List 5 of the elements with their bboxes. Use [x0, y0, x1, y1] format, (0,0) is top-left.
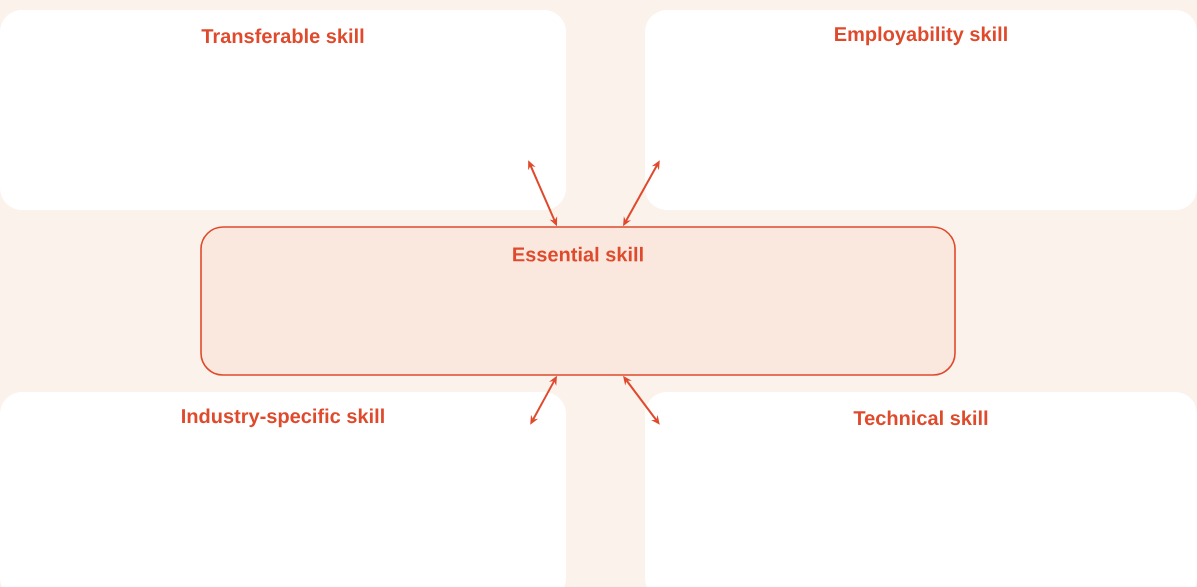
skill-box: Employability skill — [645, 10, 1197, 210]
center-box: Essential skill — [200, 226, 956, 376]
skill-box: Transferable skill — [0, 10, 566, 210]
skill-box: Technical skill — [645, 392, 1197, 587]
skill-box: Industry-specific skill — [0, 392, 566, 587]
